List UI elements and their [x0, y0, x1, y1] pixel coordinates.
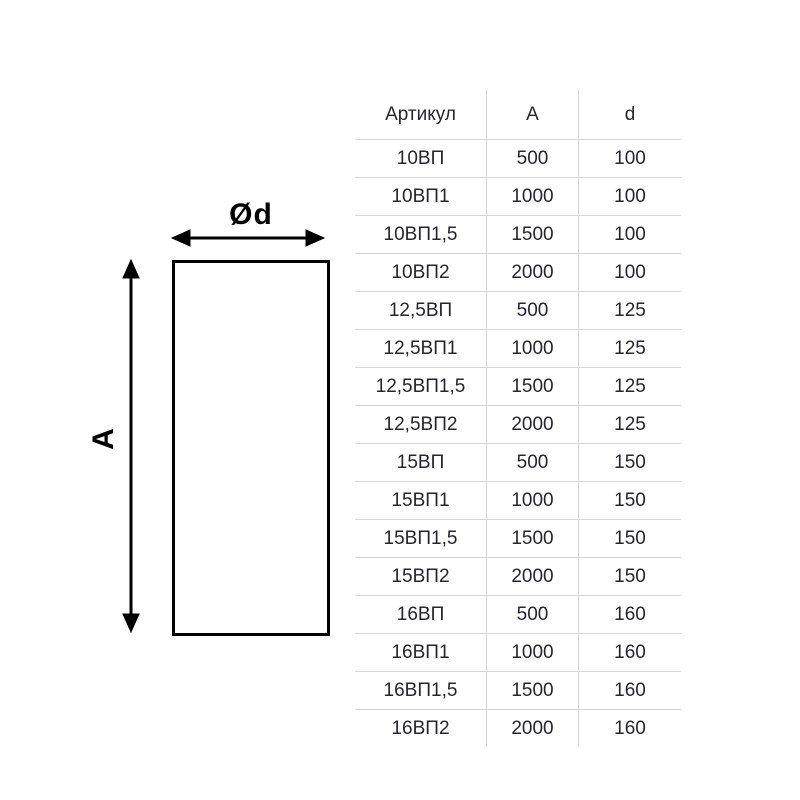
table-cell: 12,5ВП1,5: [355, 368, 486, 406]
table-cell: 160: [578, 596, 681, 634]
table-cell: 16ВП1,5: [355, 672, 486, 710]
table-cell: 15ВП1,5: [355, 520, 486, 558]
diameter-arrow: [170, 229, 326, 247]
table-cell: 100: [578, 178, 681, 216]
table-cell: 100: [578, 140, 681, 178]
table-cell: 15ВП1: [355, 482, 486, 520]
table-cell: 16ВП1: [355, 634, 486, 672]
table-header-cell: d: [578, 90, 681, 140]
table-cell: 12,5ВП1: [355, 330, 486, 368]
table-header-cell: Артикул: [355, 90, 486, 140]
table-cell: 150: [578, 444, 681, 482]
table-cell: 2000: [486, 558, 578, 596]
table-cell: 160: [578, 710, 681, 747]
table-cell: 10ВП1,5: [355, 216, 486, 254]
table-cell: 16ВП: [355, 596, 486, 634]
table-cell: 1500: [486, 672, 578, 710]
table-header-cell: A: [486, 90, 578, 140]
table-cell: 160: [578, 672, 681, 710]
table-cell: 10ВП1: [355, 178, 486, 216]
table-cell: 16ВП2: [355, 710, 486, 747]
table-cell: 1500: [486, 520, 578, 558]
table-cell: 500: [486, 596, 578, 634]
table-cell: 100: [578, 216, 681, 254]
table-cell: 12,5ВП: [355, 292, 486, 330]
table-cell: 1000: [486, 178, 578, 216]
table-cell: 500: [486, 444, 578, 482]
table-cell: 10ВП: [355, 140, 486, 178]
table-cell: 160: [578, 634, 681, 672]
height-arrow: [122, 258, 140, 634]
table-cell: 125: [578, 368, 681, 406]
table-cell: 2000: [486, 710, 578, 747]
table-cell: 500: [486, 292, 578, 330]
table-cell: 12,5ВП2: [355, 406, 486, 444]
table-cell: 2000: [486, 406, 578, 444]
height-dimension-label: A: [87, 428, 120, 450]
table-cell: 125: [578, 406, 681, 444]
table-cell: 500: [486, 140, 578, 178]
table-cell: 1000: [486, 634, 578, 672]
table-cell: 125: [578, 330, 681, 368]
table-cell: 1000: [486, 330, 578, 368]
dimension-arrows: [122, 229, 326, 634]
table-cell: 10ВП2: [355, 254, 486, 292]
table-cell: 1500: [486, 368, 578, 406]
table-cell: 100: [578, 254, 681, 292]
table-cell: 150: [578, 520, 681, 558]
table-cell: 150: [578, 558, 681, 596]
table-cell: 125: [578, 292, 681, 330]
technical-drawing: Ød A: [0, 0, 360, 800]
table-cell: 15ВП: [355, 444, 486, 482]
diameter-dimension-label: Ød: [229, 198, 273, 231]
table-cell: 15ВП2: [355, 558, 486, 596]
duct-rectangle: [172, 260, 330, 636]
table-cell: 150: [578, 482, 681, 520]
table-cell: 2000: [486, 254, 578, 292]
table-cell: 1500: [486, 216, 578, 254]
table-cell: 1000: [486, 482, 578, 520]
